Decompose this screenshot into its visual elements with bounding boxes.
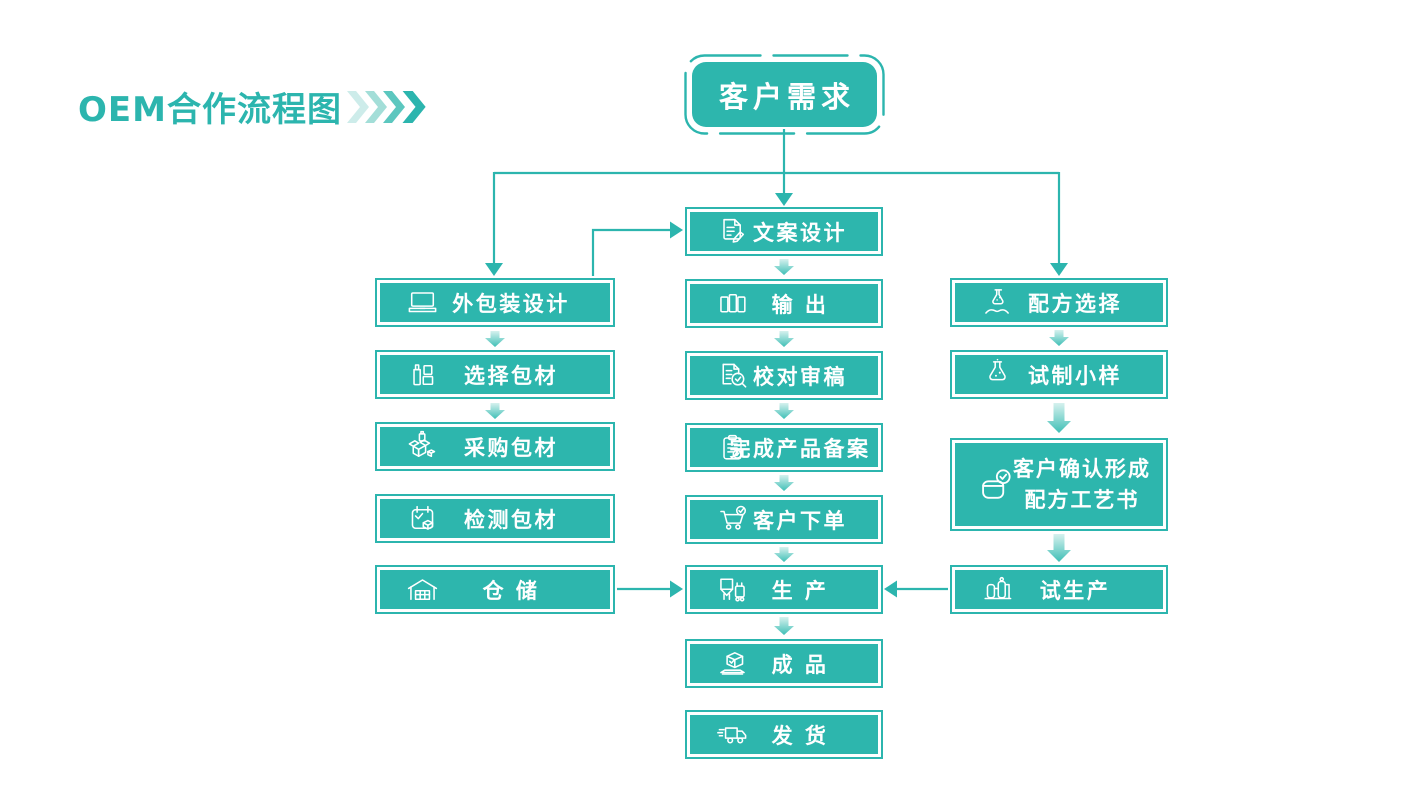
flow-node-label: 检测包材 [464,507,558,532]
flow-node-label: 成 品 [771,652,829,677]
flow-node-middle-4: 完成产品备案 [685,423,883,472]
flow-node-label-line2: 配方工艺书 [1024,487,1140,512]
warehouse-icon [404,571,441,608]
finished-product-icon [714,645,751,682]
flow-node-label: 发 货 [771,723,829,748]
flow-node-middle-5: 客户下单 [685,495,883,544]
proofread-magnifier-icon [714,357,751,394]
flow-node-middle-2: 输 出 [685,279,883,328]
flow-node-left-1: 外包装设计 [375,278,615,327]
flow-node-label: 校对审稿 [753,364,847,389]
flow-node-label: 生 产 [771,578,829,603]
flow-node-middle-8: 发 货 [685,710,883,759]
flow-node-left-5: 仓 储 [375,565,615,614]
confirm-jar-icon [973,463,1017,507]
flow-node-label: 客户下单 [753,508,847,533]
sample-flask-icon [979,356,1016,393]
flow-node-label: 试制小样 [1028,363,1122,388]
laptop-icon [404,284,441,321]
flow-node-label: 试生产 [1039,578,1111,603]
flow-node-middle-7: 成 品 [685,639,883,688]
flow-node-label: 文案设计 [753,220,847,245]
flow-node-middle-3: 校对审稿 [685,351,883,400]
flow-node-label: 外包装设计 [452,291,570,316]
production-tanks-icon [714,571,751,608]
title-chevrons-icon [347,89,439,125]
flow-node-right-4: 试生产 [950,565,1168,614]
inspect-calendar-icon [404,500,441,537]
flow-node-middle-6: 生 产 [685,565,883,614]
flow-node-label: 完成产品备案 [729,436,871,461]
page-title: OEM合作流程图 [78,90,342,130]
flow-node-right-3: 客户确认形成配方工艺书 [950,438,1168,531]
flow-node-right-2: 试制小样 [950,350,1168,399]
flow-node-left-4: 检测包材 [375,494,615,543]
delivery-truck-icon [714,716,751,753]
flow-node-right-1: 配方选择 [950,278,1168,327]
pilot-production-icon [979,571,1016,608]
record-clipboard-icon [714,429,751,466]
flow-node-left-3: 采购包材 [375,422,615,471]
flow-node-middle-1: 文案设计 [685,207,883,256]
flow-node-label: 客户确认形成配方工艺书 [955,454,1163,515]
flow-node-label: 采购包材 [464,435,558,460]
start-node-label: 客户需求 [692,62,877,127]
output-cartons-icon [714,285,751,322]
copywriting-doc-icon [714,213,751,250]
flow-node-label-line1: 客户确认形成 [1013,457,1151,482]
flow-start-node: 客户需求 [684,54,885,135]
flow-node-label: 输 出 [771,292,829,317]
formula-hand-flask-icon [979,284,1016,321]
flow-node-label: 仓 储 [482,578,540,603]
flow-node-label: 配方选择 [1028,291,1122,316]
packaging-tubes-icon [404,356,441,393]
purchase-box-icon [404,428,441,465]
order-cart-icon [714,501,751,538]
flow-node-label: 选择包材 [464,363,558,388]
flow-node-left-2: 选择包材 [375,350,615,399]
